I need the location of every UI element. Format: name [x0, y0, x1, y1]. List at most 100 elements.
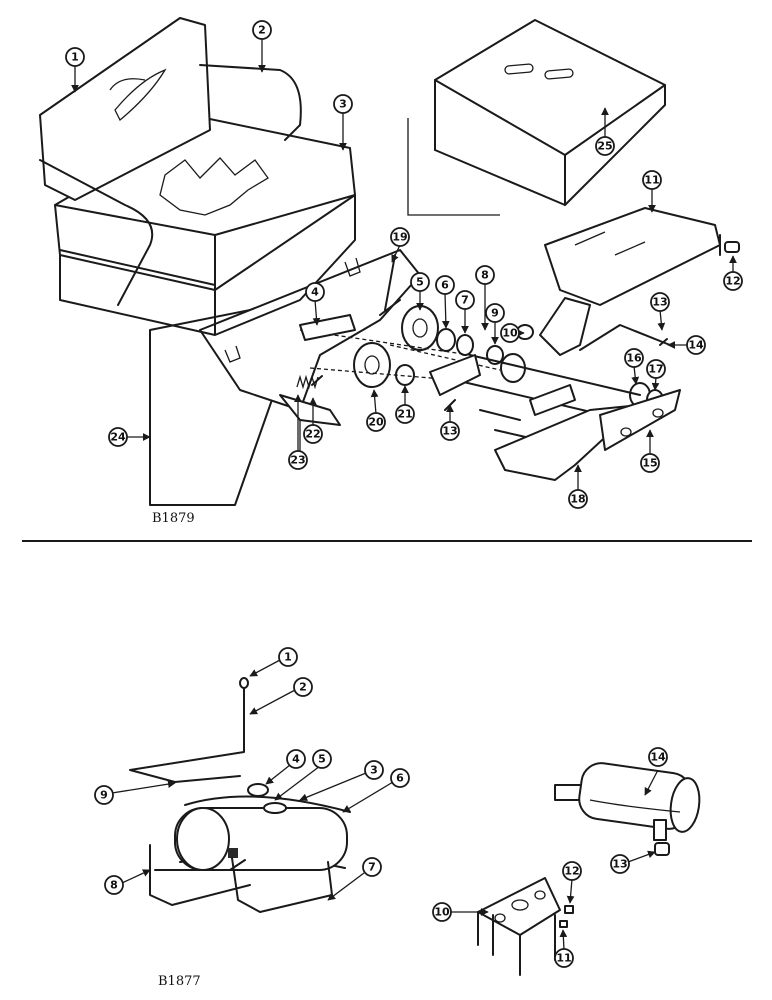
- svg-text:4: 4: [292, 753, 300, 766]
- callout-23: 23: [288, 394, 308, 470]
- svg-text:10: 10: [434, 906, 450, 919]
- callout-b1: 1: [249, 647, 298, 677]
- svg-text:22: 22: [305, 428, 320, 441]
- fuel-line: [129, 684, 245, 783]
- callout-b12: 12: [562, 861, 582, 904]
- svg-text:23: 23: [290, 454, 305, 467]
- side-plate-left: [429, 354, 481, 396]
- svg-text:11: 11: [556, 952, 571, 965]
- callout-17: 17: [646, 359, 666, 391]
- callout-16: 16: [624, 348, 644, 385]
- svg-text:12: 12: [564, 865, 579, 878]
- callout-b3: 3: [299, 760, 384, 801]
- callout-b14: 14: [644, 747, 668, 796]
- svg-text:16: 16: [626, 352, 642, 365]
- callout-8: 8: [475, 265, 495, 331]
- callout-5: 5: [410, 272, 430, 311]
- callout-6: 6: [435, 275, 455, 329]
- callout-11: 11: [642, 170, 662, 213]
- svg-text:12: 12: [725, 275, 740, 288]
- svg-text:13: 13: [652, 296, 667, 309]
- callout-b8: 8: [104, 869, 151, 895]
- svg-text:13: 13: [612, 858, 627, 871]
- callout-19: 19: [390, 227, 410, 263]
- svg-text:7: 7: [368, 861, 376, 874]
- svg-text:14: 14: [688, 339, 704, 352]
- callout-13-upper: 13: [650, 292, 670, 331]
- callout-7: 7: [455, 290, 475, 334]
- top-callouts: 1 2 3 4 5 6 7 8 9 10 11 12 13 14 15 16 1…: [65, 20, 743, 509]
- svg-text:13: 13: [442, 425, 457, 438]
- callout-b2: 2: [249, 677, 313, 715]
- svg-text:6: 6: [396, 772, 404, 785]
- callout-b10: 10: [432, 902, 489, 922]
- fuel-tank-figure: [129, 677, 701, 976]
- callout-b7: 7: [327, 857, 382, 901]
- bracket-nut: [559, 920, 568, 928]
- svg-text:17: 17: [648, 363, 663, 376]
- callout-1: 1: [65, 47, 85, 93]
- seat-back: [39, 17, 211, 201]
- svg-text:10: 10: [502, 327, 518, 340]
- muffler-bracket: [477, 877, 561, 936]
- callout-21: 21: [395, 385, 415, 424]
- svg-text:15: 15: [642, 457, 657, 470]
- tailpipe: [654, 842, 670, 856]
- svg-text:2: 2: [299, 681, 307, 694]
- svg-text:1: 1: [284, 651, 292, 664]
- svg-text:4: 4: [311, 286, 319, 299]
- svg-text:8: 8: [110, 879, 118, 892]
- callout-b13: 13: [610, 850, 656, 874]
- svg-text:8: 8: [481, 269, 489, 282]
- callout-24: 24: [108, 427, 151, 447]
- svg-text:20: 20: [368, 416, 384, 429]
- svg-text:3: 3: [339, 98, 347, 111]
- svg-text:1: 1: [71, 51, 79, 64]
- callout-25: 25: [595, 107, 615, 156]
- callout-12: 12: [723, 255, 743, 291]
- top-cover: [434, 19, 666, 206]
- callout-b4: 4: [265, 749, 306, 785]
- svg-text:21: 21: [397, 408, 412, 421]
- callout-20: 20: [366, 389, 386, 432]
- svg-text:3: 3: [370, 764, 378, 777]
- callout-15: 15: [640, 429, 660, 473]
- muffler: [554, 762, 701, 841]
- callout-13-lower: 13: [440, 404, 460, 441]
- svg-text:9: 9: [100, 789, 108, 802]
- callout-4: 4: [305, 282, 325, 326]
- callout-18: 18: [568, 464, 588, 509]
- fuel-cap: [247, 783, 269, 797]
- svg-text:6: 6: [441, 279, 449, 292]
- svg-text:9: 9: [491, 307, 499, 320]
- tank-support-frame-right: [231, 857, 333, 913]
- upper-bracket: [544, 207, 721, 306]
- callout-b5: 5: [274, 749, 332, 801]
- svg-text:7: 7: [461, 294, 469, 307]
- spring: [296, 374, 319, 390]
- figure-code-bottom: B1877: [158, 974, 201, 989]
- svg-text:18: 18: [570, 493, 585, 506]
- callout-b9: 9: [94, 780, 176, 805]
- svg-text:11: 11: [644, 174, 659, 187]
- isolator-rubber: [353, 305, 664, 411]
- svg-text:24: 24: [110, 431, 126, 444]
- callout-b11: 11: [554, 929, 574, 968]
- bracket-bolt: [564, 905, 574, 914]
- seat-assembly-figure: [39, 17, 740, 506]
- bottom-callouts: 1 2 3 4 5 6 7 8 9 10 11 12 13 14: [94, 647, 668, 968]
- callout-22: 22: [303, 397, 323, 444]
- callout-9: 9: [485, 303, 505, 345]
- side-plate: [599, 389, 681, 451]
- svg-text:19: 19: [392, 231, 407, 244]
- callout-14: 14: [667, 335, 706, 355]
- callout-2: 2: [252, 20, 272, 73]
- svg-text:25: 25: [597, 140, 612, 153]
- callout-10: 10: [500, 323, 525, 343]
- callout-3: 3: [333, 94, 353, 151]
- adjusting-lever: [379, 254, 401, 316]
- callout-b6: 6: [342, 768, 410, 813]
- backrest-tube: [39, 64, 302, 306]
- svg-text:5: 5: [416, 276, 424, 289]
